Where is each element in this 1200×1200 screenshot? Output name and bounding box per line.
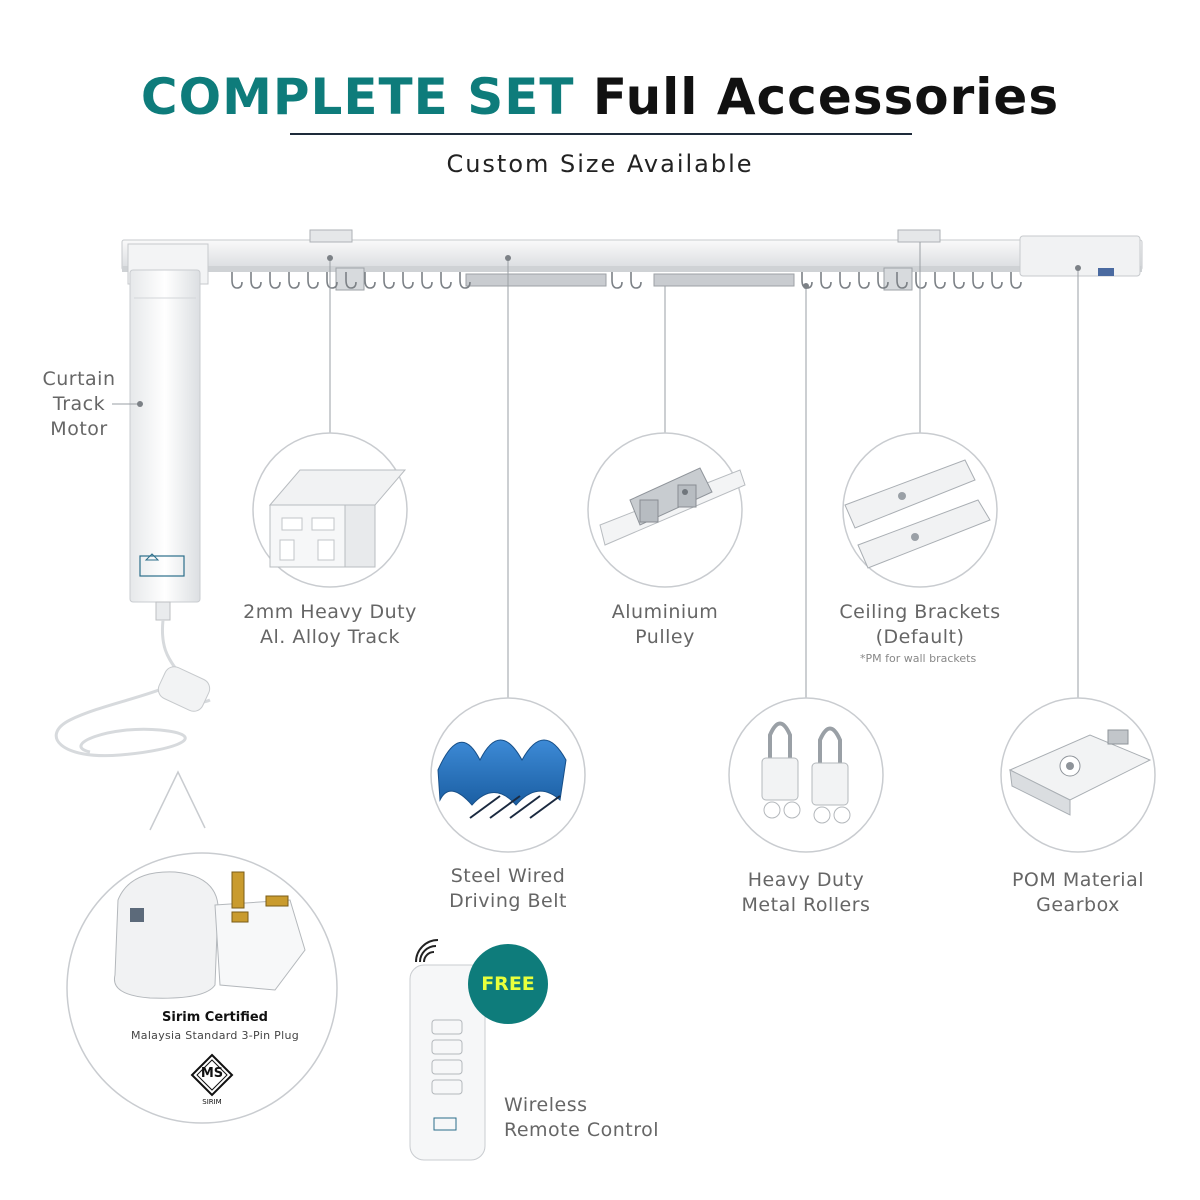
rail-hook [953, 272, 965, 289]
rail-hook [611, 272, 623, 289]
rail-hook [231, 272, 243, 289]
rail-hook [877, 272, 889, 289]
plug-icon [113, 871, 306, 999]
bracket-icon [844, 459, 991, 569]
remote-icon [409, 964, 486, 1161]
rail-hook [269, 272, 281, 289]
plug-subtitle: Malaysia Standard 3-Pin Plug [130, 1029, 300, 1042]
rail-hook [1010, 272, 1022, 289]
rail-hook [345, 272, 357, 289]
track-icon [268, 469, 407, 568]
rail-hook [383, 272, 395, 289]
rail-hook [972, 272, 984, 289]
rail-hook [630, 272, 642, 289]
rail-hook [440, 272, 452, 289]
rail-hook [839, 272, 851, 289]
rail-hook [858, 272, 870, 289]
track-end-cap [1019, 235, 1141, 277]
rail-hook [459, 272, 471, 289]
title-divider [290, 133, 912, 135]
subtitle: Custom Size Available [446, 150, 754, 178]
plug-title: Sirim Certified [162, 1010, 268, 1025]
curtain-track [121, 229, 1143, 291]
rail-hook [402, 272, 414, 289]
motor-icon [54, 243, 211, 758]
belt-icon [437, 739, 567, 819]
rail-hook [896, 272, 908, 289]
rail-hook [991, 272, 1003, 289]
rail-hook [326, 272, 338, 289]
roller-detail-circle [728, 697, 884, 853]
ms-mark-sub: SIRIM [202, 1098, 222, 1106]
page-title: COMPLETE SET Full Accessories [0, 68, 1200, 126]
rail-hook [820, 272, 832, 289]
gearbox-icon [1008, 729, 1152, 816]
wifi-icon [415, 939, 439, 963]
free-badge-text: FREE [481, 973, 535, 995]
rail-hook [250, 272, 262, 289]
leader-lines [112, 242, 1079, 698]
rail-hook [421, 272, 433, 289]
roller-icon [761, 721, 851, 824]
ms-certification-mark [190, 1053, 234, 1097]
rail-hook [288, 272, 300, 289]
title-accent: COMPLETE SET [140, 68, 575, 126]
rail-hook [307, 272, 319, 289]
brackets-label: Ceiling Brackets(Default) [839, 601, 1001, 648]
title-rest: Full Accessories [592, 68, 1060, 126]
rail-hook [934, 272, 946, 289]
ms-mark-text: MS [200, 1066, 224, 1081]
pulley-icon [599, 467, 746, 546]
free-badge: FREE [468, 944, 548, 1024]
rail-hook [364, 272, 376, 289]
rail-hook [915, 272, 927, 289]
brackets-note: *PM for wall brackets [860, 652, 977, 665]
